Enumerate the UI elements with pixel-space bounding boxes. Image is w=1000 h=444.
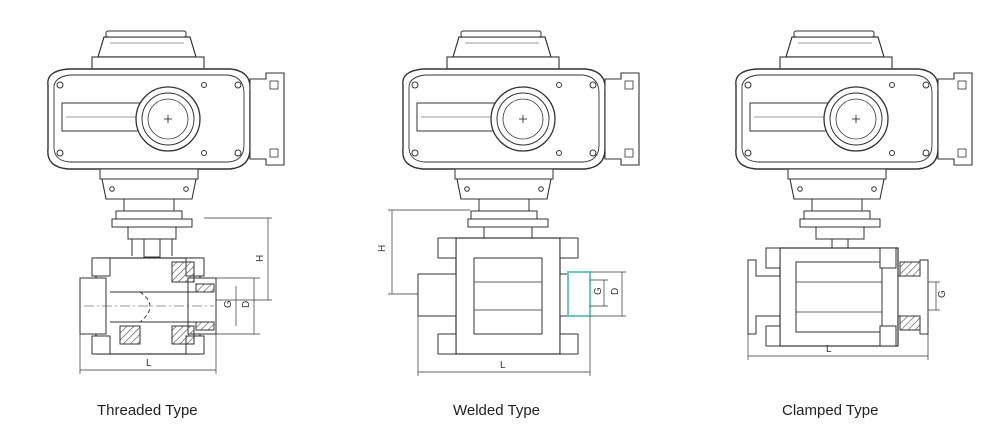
- clamped-dim-l: L: [826, 344, 832, 355]
- clamped-dim-g: G: [937, 290, 948, 298]
- threaded-dim-g: G: [223, 300, 234, 308]
- welded-type-diagram: H G D L: [377, 30, 640, 376]
- welded-dim-d: D: [610, 288, 621, 295]
- threaded-dim-l: L: [146, 358, 152, 369]
- threaded-type-diagram: H G D L: [47, 30, 285, 374]
- welded-type-caption: Welded Type: [453, 402, 541, 419]
- welded-dim-h: H: [377, 245, 388, 252]
- welded-dim-g: G: [593, 287, 604, 295]
- clamped-type-caption: Clamped Type: [782, 402, 879, 419]
- welded-dim-l: L: [500, 360, 506, 371]
- threaded-type-caption: Threaded Type: [97, 402, 198, 419]
- clamped-type-diagram: G L: [735, 30, 973, 360]
- threaded-dim-h: H: [255, 255, 266, 262]
- threaded-dim-d: D: [241, 301, 252, 308]
